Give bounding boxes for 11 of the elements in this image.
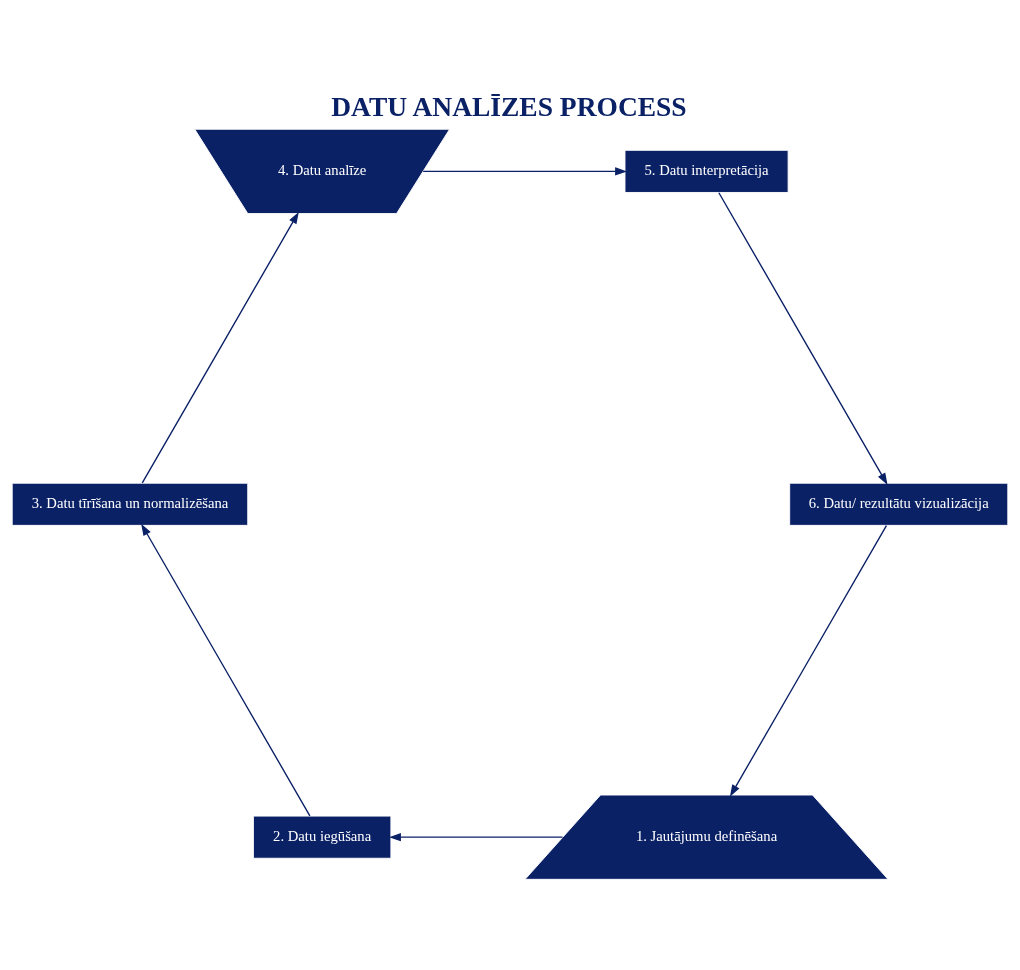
arrow	[141, 211, 299, 484]
arrow	[389, 832, 564, 841]
node-box: 5. Datu interpretācija	[624, 149, 789, 193]
arrow	[422, 166, 628, 176]
arrow	[718, 191, 888, 485]
node-box: 2. Datu iegūšana	[252, 815, 392, 859]
node-box: 6. Datu/ rezultātu vizualizācija	[789, 482, 1009, 526]
arrow	[729, 524, 888, 797]
node-box: 3. Datu tīrīšana un normalizēšana	[11, 482, 249, 526]
diagram-title: DATU ANALĪZES PROCESS	[331, 91, 687, 122]
arrow	[141, 523, 311, 817]
